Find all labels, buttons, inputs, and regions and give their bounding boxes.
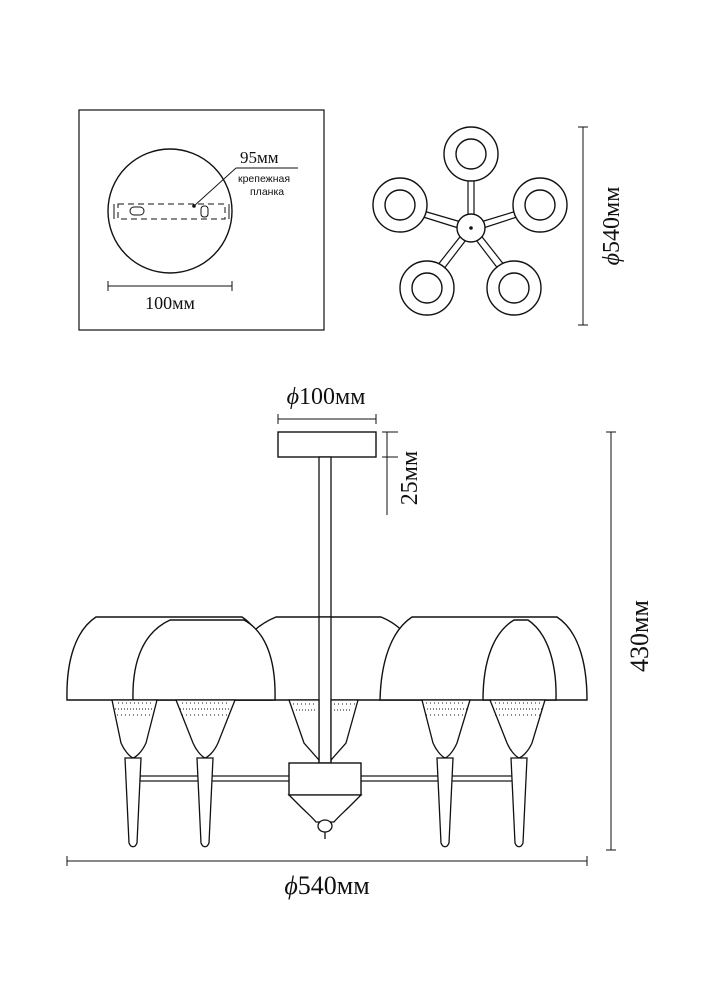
canopy-diameter-label: 100мм <box>299 384 365 410</box>
bracket-slot-left <box>129 206 145 216</box>
top-view-diameter-label-group: ϕ540мм <box>599 187 625 266</box>
top-view-lamp-right <box>512 177 568 233</box>
top-view-lamp-left <box>372 177 428 233</box>
lamp-holder-3 <box>288 699 359 762</box>
canopy-height-dimension: 25мм <box>382 431 423 515</box>
canopy-diameter-dimension: ϕ100мм <box>277 384 377 424</box>
overall-diameter-label: 540мм <box>298 871 370 900</box>
canopy-diameter-symbol: ϕ <box>287 384 299 410</box>
overall-diameter-text: ϕ540мм <box>284 871 369 900</box>
arm-bottom-left <box>436 232 464 267</box>
top-view-diameter-symbol: ϕ <box>599 253 625 265</box>
ceiling-plate-circle <box>107 148 233 274</box>
top-view-hub-center <box>469 226 473 230</box>
suspension-rod-lower <box>318 616 332 764</box>
arm-bottom-left-edge <box>442 235 470 271</box>
top-view-lamp-top <box>443 126 499 182</box>
arm-bottom-right <box>472 235 500 271</box>
total-height-dimension: 430мм <box>606 431 654 851</box>
center-hub <box>288 762 362 796</box>
arm-bottom-right-edge <box>478 232 506 267</box>
canopy-diameter-text: ϕ100мм <box>287 384 366 410</box>
frame-arm-left <box>139 775 291 782</box>
lamp-holder-5 <box>489 699 546 848</box>
top-view-diameter-label: 540мм <box>599 187 625 253</box>
plate-width-label: 100мм <box>145 293 195 313</box>
mounting-bracket <box>117 203 226 220</box>
top-view-lamp-bottom-left <box>399 260 455 316</box>
top-view-lamp-bottom-right <box>486 260 542 316</box>
top-view-diameter-text: ϕ540мм <box>599 187 625 266</box>
mount-detail: 95мм крепежная планка 100мм <box>78 109 325 331</box>
total-height-label-group: 430мм <box>625 600 654 672</box>
shade-front-right <box>482 619 557 701</box>
bracket-leader-line <box>193 167 237 207</box>
overall-diameter-symbol: ϕ <box>284 871 297 900</box>
canopy-height-label-group: 25мм <box>397 451 423 505</box>
lamp-holder-2 <box>175 699 236 848</box>
bracket-length-label: 95мм <box>240 148 279 167</box>
front-view: ϕ100мм 25мм <box>66 384 654 900</box>
bracket-note-line2: планка <box>250 186 284 198</box>
center-hub-bottom <box>287 794 363 823</box>
shade-front-left <box>132 619 276 701</box>
ceiling-canopy <box>277 431 377 458</box>
lamp-holder-4 <box>421 699 471 848</box>
mount-detail-frame <box>78 109 325 331</box>
overall-diameter-dimension: ϕ540мм <box>66 856 588 900</box>
top-view: ϕ540мм <box>372 126 625 326</box>
center-finial <box>317 819 333 833</box>
canopy-height-label: 25мм <box>397 451 423 505</box>
lamp-holder-1 <box>111 699 158 848</box>
bracket-note-line1: крепежная <box>238 173 290 185</box>
total-height-label: 430мм <box>625 600 654 672</box>
bracket-slot-right <box>200 205 209 218</box>
